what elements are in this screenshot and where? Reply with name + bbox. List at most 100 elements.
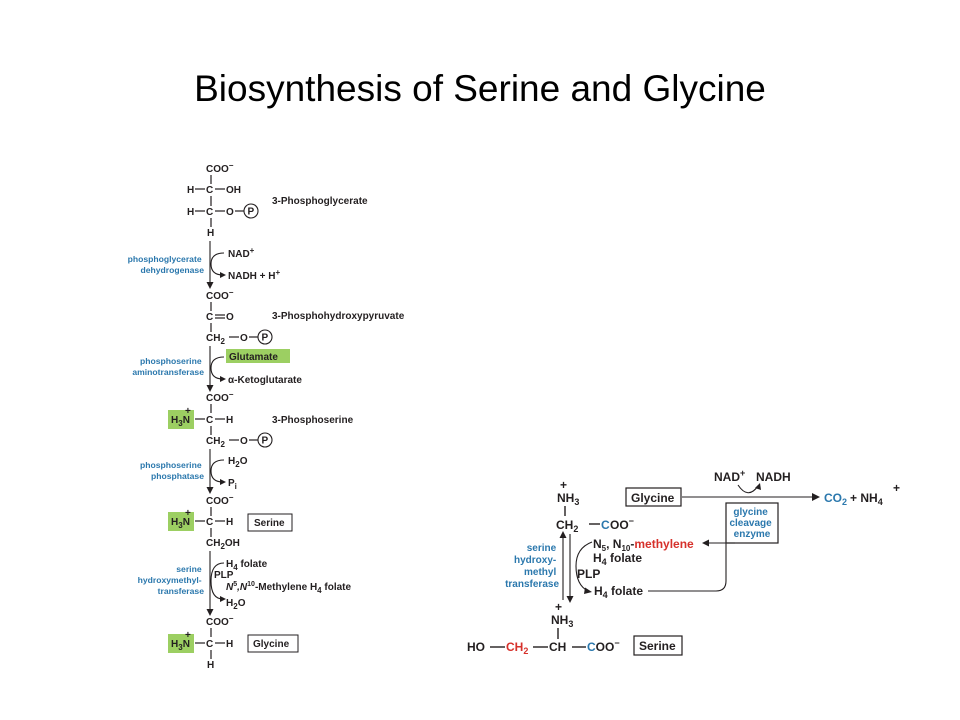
svg-text:OH: OH	[226, 185, 241, 196]
svg-text:H3N: H3N	[171, 517, 190, 530]
3-phosphohydroxypyruvate-structure: COO− C O CH2 O P	[206, 288, 273, 346]
enzyme-serine-hydroxymethyltransferase: serine hydroxymethyl- transferase	[138, 564, 205, 596]
slide-title: Biosynthesis of Serine and Glycine	[194, 68, 766, 109]
enzyme-serine-hydroxymethyltransferase: serine hydroxy- methyl transferase	[505, 543, 559, 590]
svg-text:H3N: H3N	[171, 639, 190, 652]
svg-text:NADH: NADH	[756, 470, 791, 484]
svg-text:C: C	[206, 207, 213, 218]
svg-text:+: +	[185, 508, 191, 519]
enzyme-phosphoglycerate-dehydrogenase: phosphoglycerate dehydrogenase	[128, 254, 205, 275]
svg-text:Pi: Pi	[228, 478, 237, 491]
svg-text:C: C	[206, 415, 213, 426]
svg-text:H: H	[207, 660, 214, 671]
3-phosphohydroxypyruvate-name: 3-Phosphohydroxypyruvate	[272, 311, 405, 322]
glycine-box	[625, 487, 682, 507]
phosphate-icon	[243, 203, 259, 219]
svg-text:C: C	[206, 517, 213, 528]
right-cycle-diagram: NH3 + CH2 C OO− Glycine NAD+ NADH CO2 + …	[467, 468, 900, 656]
svg-text:CH2: CH2	[556, 518, 578, 534]
svg-text:NAD+: NAD+	[714, 468, 745, 484]
3-phosphoserine-name: 3-Phosphoserine	[272, 415, 354, 426]
step-3-arrow	[206, 449, 226, 494]
glycine-cleavage-enzyme: glycine cleavage enzyme	[729, 507, 774, 540]
svg-text:N5, N10-methylene: N5, N10-methylene	[593, 537, 694, 553]
svg-text:N5,N10-Methylene H4 folate: N5,N10-Methylene H4 folate	[226, 581, 352, 595]
3-phosphoserine-structure: COO− H3N + C H CH2 O P	[168, 390, 273, 449]
left-pathway: COO− H C OH H C O P H 3-Phosphoglycerate	[128, 161, 405, 671]
svg-text:P: P	[248, 207, 255, 218]
nadh-label: NADH + H	[228, 271, 276, 282]
svg-text:O: O	[226, 312, 234, 323]
svg-text:O: O	[226, 207, 234, 218]
svg-text:P: P	[262, 333, 269, 344]
svg-text:H2O: H2O	[228, 456, 248, 469]
svg-text:CH2: CH2	[206, 333, 225, 346]
phosphate-icon	[257, 432, 273, 448]
plp-label: PLP	[214, 570, 234, 581]
svg-text:CH2: CH2	[206, 436, 225, 449]
3-phosphoglycerate-structure: COO− H C OH H C O P H	[187, 161, 259, 239]
serine-structure: COO− H3N + C H CH2OH	[168, 493, 240, 551]
svg-text:CH2: CH2	[506, 640, 528, 656]
svg-text:H4 folate: H4 folate	[594, 584, 643, 600]
serine-name: Serine	[254, 518, 285, 529]
reversible-arrows	[559, 531, 593, 603]
amino-highlight	[168, 512, 194, 531]
svg-text:C: C	[206, 639, 213, 650]
svg-text:H2O: H2O	[226, 598, 246, 611]
svg-text:COO−: COO−	[206, 614, 234, 628]
serine-box	[247, 513, 293, 532]
svg-text:C: C	[601, 518, 610, 532]
step-4-arrow	[206, 551, 226, 616]
svg-text:C: C	[206, 185, 213, 196]
svg-text:OO−: OO−	[610, 516, 634, 532]
svg-text:COO−: COO−	[206, 390, 234, 404]
svg-text:COO−: COO−	[206, 493, 234, 507]
svg-text:NAD+: NAD+	[228, 246, 255, 260]
svg-text:CO2: CO2	[824, 491, 847, 507]
svg-text:H: H	[226, 415, 233, 426]
glycine-name: Glycine	[631, 491, 675, 505]
svg-text:H: H	[226, 639, 233, 650]
svg-text:+: +	[185, 630, 191, 641]
step-2-arrow	[206, 346, 226, 392]
svg-text:+: +	[555, 600, 562, 614]
alpha-ketoglutarate: α-Ketoglutarate	[228, 375, 302, 386]
svg-text:NADH + H+: NADH + H+	[228, 268, 281, 282]
svg-text:CH: CH	[549, 640, 566, 654]
svg-text:O: O	[240, 333, 248, 344]
nad-label: NAD	[228, 249, 250, 260]
svg-text:O: O	[240, 436, 248, 447]
glutamate-label: Glutamate	[229, 352, 278, 363]
serine-name: Serine	[639, 639, 676, 653]
svg-text:P: P	[262, 436, 269, 447]
svg-text:NH3: NH3	[551, 613, 573, 629]
glycine-cleavage-enzyme-box	[725, 502, 779, 544]
svg-text:H: H	[226, 517, 233, 528]
svg-text:H4 folate: H4 folate	[226, 559, 268, 572]
svg-text:CH2OH: CH2OH	[206, 538, 240, 551]
svg-text:H4 folate: H4 folate	[593, 551, 642, 567]
svg-text:H: H	[187, 207, 194, 218]
svg-text:NH3: NH3	[557, 491, 579, 507]
svg-text:COO−: COO−	[587, 638, 620, 654]
step-1-arrow	[206, 241, 226, 289]
3-phosphoglycerate-name: 3-Phosphoglycerate	[272, 196, 368, 207]
plp-label: PLP	[577, 567, 600, 581]
svg-text:H3N: H3N	[171, 415, 190, 428]
svg-text:+: +	[185, 406, 191, 417]
svg-text:C: C	[206, 312, 213, 323]
phosphate-icon	[257, 329, 273, 345]
glycine-name: Glycine	[253, 639, 290, 650]
svg-text:+ NH4: + NH4	[850, 491, 883, 507]
enzyme-phosphoserine-aminotransferase: phosphoserine aminotransferase	[132, 356, 204, 377]
amino-highlight	[168, 634, 194, 653]
glutamate-highlight	[226, 349, 290, 363]
svg-text:+: +	[893, 481, 900, 495]
enzyme-phosphoserine-phosphatase: phosphoserine phosphatase	[140, 460, 204, 481]
svg-text:H: H	[207, 228, 214, 239]
svg-text:COO−: COO−	[206, 161, 234, 175]
serine-box	[633, 635, 683, 656]
amino-highlight	[168, 410, 194, 429]
